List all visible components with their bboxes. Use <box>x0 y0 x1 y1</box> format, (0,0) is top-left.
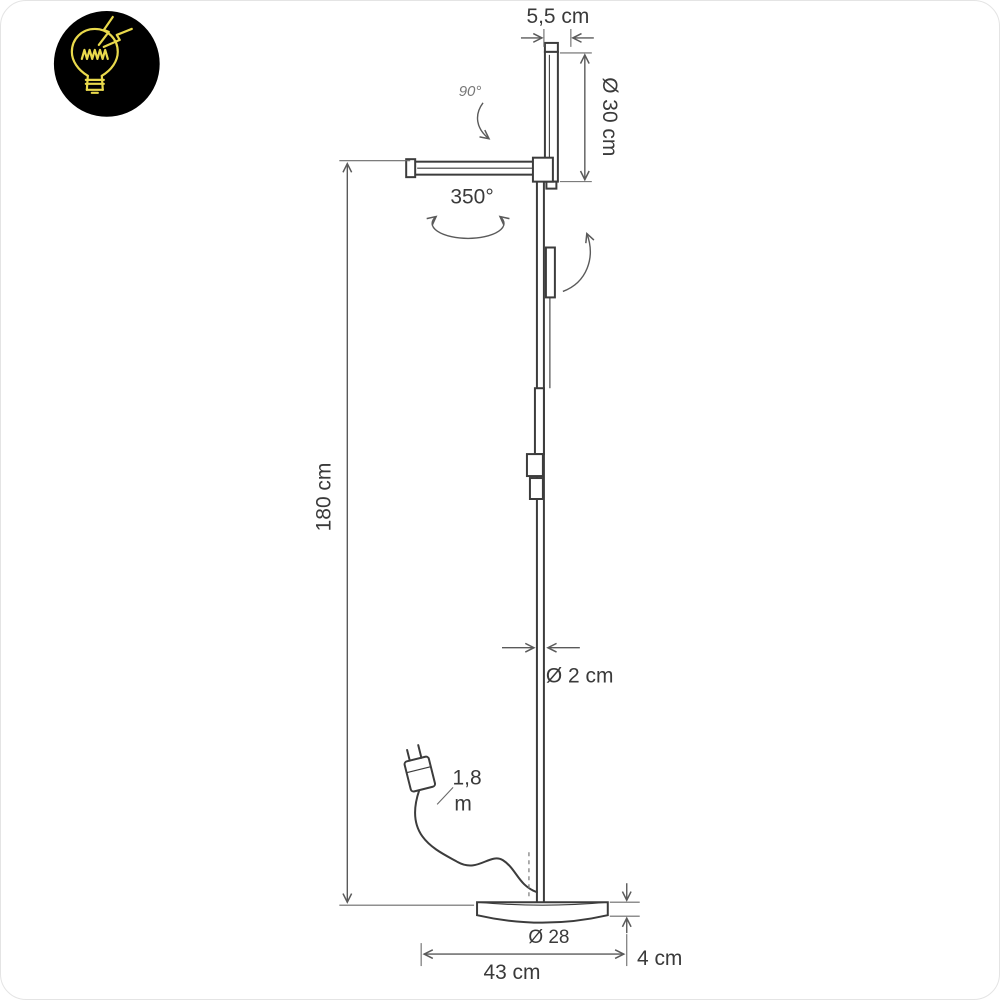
dim-base-height: 4 cm <box>609 883 682 970</box>
footprint-width-label: 43 cm <box>483 961 540 984</box>
cable-length-value: 1,8 <box>453 766 482 789</box>
dim-head-tilt: 90° <box>459 83 491 140</box>
dim-cable-length: 1,8 m <box>436 766 482 815</box>
dim-head-width: 5,5 cm <box>520 5 594 47</box>
head-tilt-label: 90° <box>459 83 482 100</box>
dim-lamp-height: 180 cm <box>312 160 475 906</box>
lamp-base <box>476 901 609 924</box>
dim-head-length: Ø 30 cm <box>559 52 621 183</box>
head-length-label: Ø 30 cm <box>598 77 621 156</box>
lamp-height-label: 180 cm <box>312 463 335 532</box>
lamp-pole <box>535 167 545 908</box>
dim-pole-rotation: 350° <box>426 186 595 293</box>
brand-logo <box>53 10 160 117</box>
pole-diameter-label: Ø 2 cm <box>546 665 613 688</box>
pole-rotation-label: 350° <box>450 186 493 209</box>
power-plug <box>403 744 437 793</box>
dim-footprint-width: 43 cm <box>420 934 628 984</box>
dim-pole-diameter: Ø 2 cm <box>501 642 613 688</box>
base-height-label: 4 cm <box>637 947 682 970</box>
lamp-head-horizontal <box>405 158 541 179</box>
light-bulb-icon <box>70 27 119 94</box>
base-diameter-label: Ø 28 <box>528 927 569 948</box>
dimension-annotations: 5,5 cm Ø 30 cm 90° 350° <box>312 5 682 984</box>
cable-length-unit: m <box>454 792 471 815</box>
lightning-bolts-icon <box>97 15 133 49</box>
pole-joint-details <box>525 246 556 500</box>
power-cable <box>414 789 538 894</box>
head-width-label: 5,5 cm <box>526 5 589 28</box>
logo-circle <box>53 10 160 117</box>
head-joint-bracket <box>531 156 554 183</box>
lamp-drawing <box>403 41 609 924</box>
